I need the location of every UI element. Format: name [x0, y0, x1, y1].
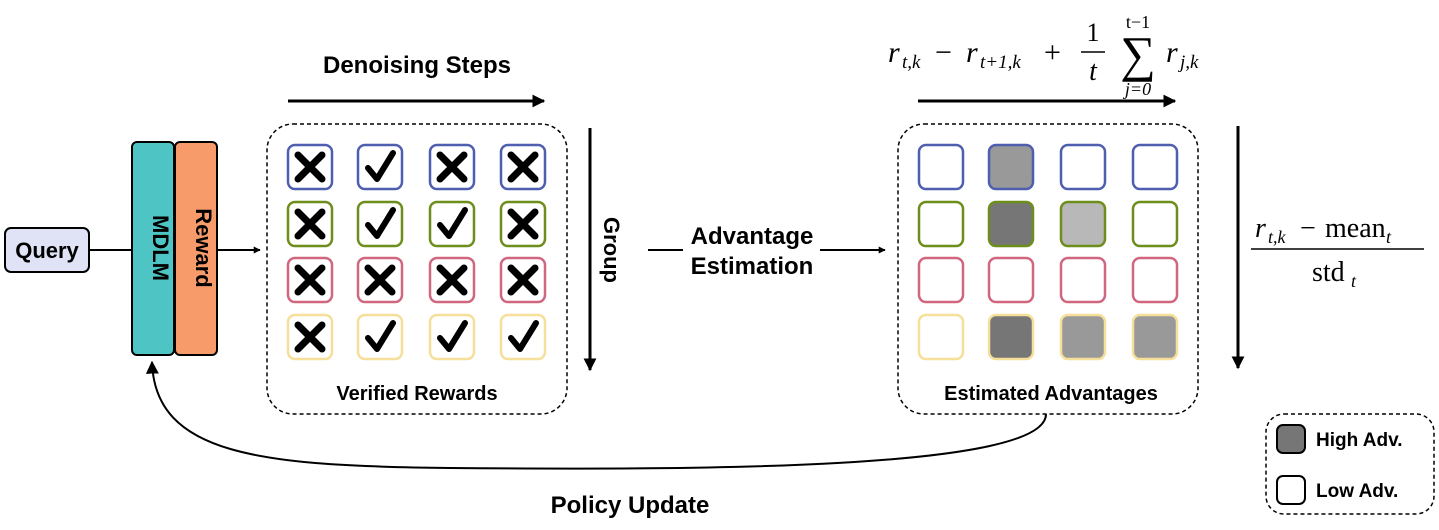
advantage-cell — [1131, 200, 1179, 248]
f1-sub-jk: j,k — [1177, 52, 1199, 73]
reward-cell — [286, 313, 334, 361]
check-icon — [365, 320, 396, 352]
advantage-cell — [987, 256, 1035, 304]
reward-cell — [356, 143, 404, 191]
f2-std: std — [1312, 257, 1345, 288]
cross-icon — [294, 208, 326, 240]
cross-icon — [294, 264, 326, 296]
advantage-estimation-line2: Estimation — [691, 253, 814, 280]
reward-cell — [428, 143, 476, 191]
cross-icon — [436, 151, 468, 183]
f1-r2: r — [966, 36, 978, 69]
f2-sub-t: t — [1386, 227, 1392, 247]
check-icon — [437, 207, 468, 239]
advantage-cell — [987, 200, 1035, 248]
reward-cell — [356, 313, 404, 361]
reward-cell — [356, 200, 404, 248]
f2-sub-tk: t,k — [1268, 227, 1287, 247]
advantage-cell — [917, 313, 965, 361]
advantage-cell — [917, 200, 965, 248]
query-label: Query — [15, 238, 79, 263]
f1-t: t — [1089, 56, 1098, 87]
cross-icon — [507, 264, 539, 296]
f1-minus: − — [935, 36, 952, 69]
denoising-steps-label: Denoising Steps — [323, 52, 511, 79]
verified-rewards-panel — [266, 123, 568, 415]
reward-grid — [286, 143, 547, 361]
legend: High Adv. Low Adv. — [1265, 413, 1435, 515]
cross-icon — [507, 151, 539, 183]
f2-mean: mean — [1325, 213, 1386, 244]
f1-r3: r — [1166, 36, 1178, 69]
reward-cell — [356, 256, 404, 304]
reward-cell — [428, 256, 476, 304]
policy-update-label: Policy Update — [551, 492, 710, 519]
advantage-estimation-line1: Advantage — [691, 223, 814, 250]
reward-label: Reward — [191, 208, 216, 287]
reward-cell — [286, 256, 334, 304]
cross-icon — [294, 151, 326, 183]
advantage-cell — [987, 313, 1035, 361]
f1-sub-tk: t,k — [902, 52, 921, 73]
legend-low-swatch — [1276, 475, 1306, 505]
estimated-advantages-panel — [897, 123, 1199, 415]
f1-sum-lower: j=0 — [1123, 79, 1151, 99]
advantage-cell — [917, 143, 965, 191]
reward-cell — [499, 313, 547, 361]
f2-r: r — [1255, 213, 1266, 244]
check-icon — [365, 150, 396, 182]
reward-cell — [499, 143, 547, 191]
legend-high-label: High Adv. — [1316, 430, 1403, 451]
mdlm-label: MDLM — [148, 215, 173, 281]
formula-top: r t,k − r t+1,k + 1 t t−1 ∑ j=0 r j,k — [888, 12, 1199, 99]
check-icon — [365, 207, 396, 239]
reward-cell — [499, 256, 547, 304]
query-node: Query — [4, 227, 90, 273]
reward-block: Reward — [174, 141, 218, 356]
policy-update-curve — [145, 360, 1047, 470]
reward-cell — [286, 143, 334, 191]
f1-r: r — [888, 36, 900, 69]
advantage-cell — [1131, 143, 1179, 191]
advantage-cell — [1059, 313, 1107, 361]
advantage-grid — [917, 143, 1179, 361]
formula-right: r t,k − mean t std t — [1251, 213, 1424, 291]
estimated-advantages-label: Estimated Advantages — [944, 383, 1158, 405]
reward-cell — [499, 200, 547, 248]
group-label: Group — [599, 217, 624, 283]
f2-minus: − — [1300, 213, 1316, 244]
cross-icon — [364, 264, 396, 296]
verified-rewards-label: Verified Rewards — [336, 383, 497, 405]
cross-icon — [436, 264, 468, 296]
f1-sub-t1k: t+1,k — [980, 52, 1021, 73]
legend-high-swatch — [1276, 424, 1306, 454]
mdlm-block: MDLM — [131, 141, 175, 356]
advantage-cell — [987, 143, 1035, 191]
advantage-cell — [1059, 200, 1107, 248]
advantage-cell — [1131, 256, 1179, 304]
advantage-cell — [1059, 143, 1107, 191]
cross-icon — [507, 208, 539, 240]
check-icon — [437, 320, 468, 352]
cross-icon — [294, 321, 326, 353]
reward-cell — [286, 200, 334, 248]
f1-plus: + — [1044, 36, 1061, 69]
f2-sub-t2: t — [1351, 271, 1357, 291]
f1-sum-upper: t−1 — [1126, 12, 1150, 32]
f1-sigma: ∑ — [1120, 26, 1156, 82]
reward-cell — [428, 200, 476, 248]
legend-low-label: Low Adv. — [1316, 481, 1398, 502]
reward-cell — [428, 313, 476, 361]
advantage-cell — [1059, 256, 1107, 304]
advantage-cell — [1131, 313, 1179, 361]
f1-one: 1 — [1087, 18, 1100, 47]
check-icon — [508, 320, 539, 352]
advantage-cell — [917, 256, 965, 304]
